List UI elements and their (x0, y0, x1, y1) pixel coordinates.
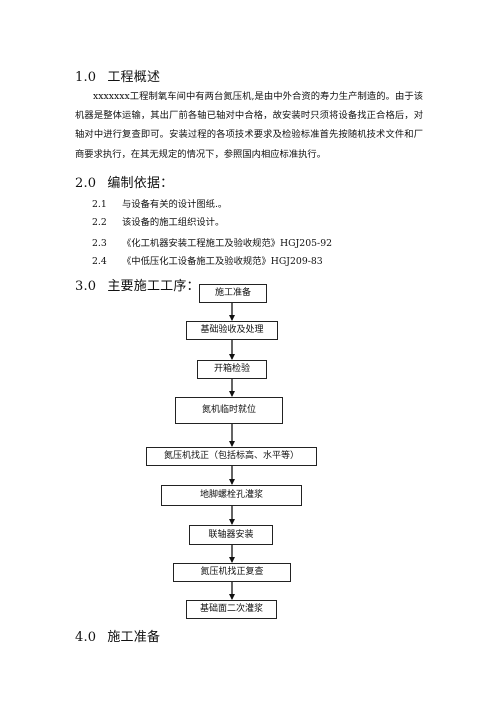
flow-step-anchor-bolt-grouting: 地脚螺栓孔灌浆 (161, 485, 302, 506)
section-2-number: 2.0 (75, 176, 97, 191)
section-3-title: 主要施工工序： (107, 279, 200, 294)
overview-paragraph: xxxxxxx工程制氧车间中有两台氮压机,是由中外合资的寿力生产制造的。由于该机… (75, 91, 423, 160)
reference-item-text: 《化工机器安装工程施工及验收规范》HGJ205-92 (122, 238, 333, 249)
section-1-number: 1.0 (75, 70, 97, 85)
flow-step-temporary-placement: 氮机临时就位 (175, 397, 283, 424)
section-1-title: 工程概述 (107, 70, 161, 85)
reference-item-number: 2.4 (92, 256, 107, 267)
section-4-heading: 4.0 施工准备 (75, 626, 160, 645)
section-4-number: 4.0 (75, 630, 97, 645)
flow-step-construction-prep: 施工准备 (199, 284, 267, 303)
flow-step-secondary-grouting: 基础面二次灌浆 (186, 600, 277, 619)
section-2-title: 编制依据： (107, 176, 174, 191)
reference-item-text: 与设备有关的设计图纸.。 (122, 199, 228, 210)
reference-item: 2.1 与设备有关的设计图纸.。 (92, 196, 227, 210)
flow-step-alignment: 氮压机找正（包括标高、水平等） (146, 447, 317, 466)
reference-item-text: 该设备的施工组织设计。 (122, 217, 225, 228)
section-3-heading: 3.0 主要施工工序： (75, 275, 200, 294)
flow-step-foundation-acceptance: 基础验收及处理 (186, 321, 278, 340)
flow-step-coupling-installation: 联轴器安装 (189, 525, 273, 545)
reference-item-number: 2.2 (92, 217, 107, 228)
reference-item-number: 2.3 (92, 238, 107, 249)
reference-item: 2.2 该设备的施工组织设计。 (92, 214, 224, 228)
flow-step-unpacking-inspection: 开箱检验 (197, 360, 267, 379)
section-4-title: 施工准备 (107, 630, 161, 645)
reference-item: 2.4 《中低压化工设备施工及验收规范》HGJ209-83 (92, 253, 323, 267)
reference-item-text: 《中低压化工设备施工及验收规范》HGJ209-83 (122, 256, 323, 267)
section-2-heading: 2.0 编制依据： (75, 172, 173, 191)
section-1-heading: 1.0 工程概述 (75, 66, 160, 85)
reference-item: 2.3 《化工机器安装工程施工及验收规范》HGJ205-92 (92, 235, 332, 249)
section-3-number: 3.0 (75, 279, 97, 294)
reference-item-number: 2.1 (92, 199, 107, 210)
flow-step-alignment-recheck: 氮压机找正复查 (173, 563, 291, 582)
